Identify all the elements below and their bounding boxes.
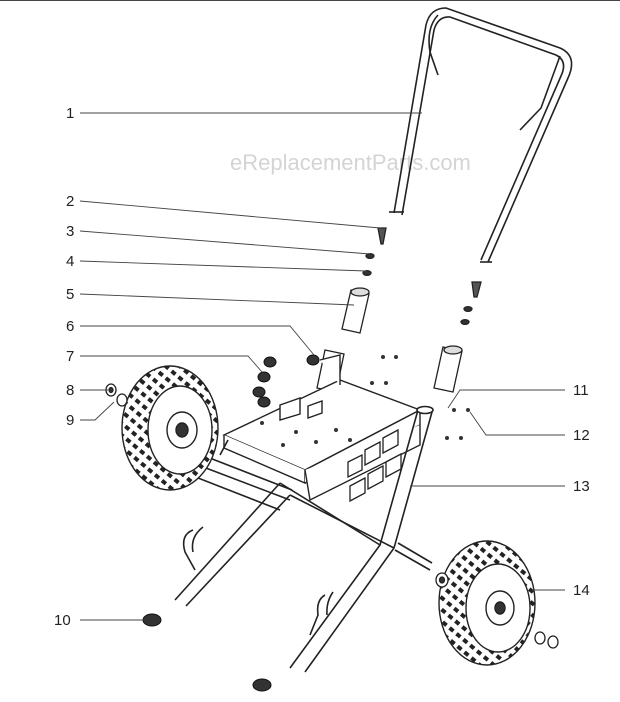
wheel-right: [438, 540, 536, 666]
callout-10: 10: [54, 612, 71, 629]
callout-12: 12: [573, 427, 590, 444]
callout-9: 9: [66, 412, 74, 429]
callout-4: 4: [66, 253, 74, 270]
callout-1: 1: [66, 105, 74, 122]
callout-11: 11: [573, 382, 589, 399]
callout-3: 3: [66, 223, 74, 240]
foot-caps: [142, 613, 272, 692]
top-border: [0, 0, 620, 1]
hardware-dots: [370, 355, 470, 440]
watermark: eReplacementParts.com: [230, 150, 471, 175]
handle: [389, 7, 573, 263]
callout-13: 13: [573, 478, 590, 495]
callout-6: 6: [66, 318, 74, 335]
plug-caps: [252, 354, 320, 408]
cart-plate-slots: [347, 428, 402, 503]
callout-5: 5: [66, 286, 74, 303]
callout-14: 14: [573, 582, 590, 599]
callout-7: 7: [66, 348, 74, 365]
plate-holes: [260, 421, 352, 447]
callout-2: 2: [66, 193, 74, 210]
callout-labels: 1 2 3 4 5 6 7 8 9 10 11 12 13 14: [54, 105, 590, 629]
leader-lines: [79, 112, 565, 621]
fastener-stack-right: [433, 281, 482, 393]
wheel-left: [121, 365, 219, 491]
callout-8: 8: [66, 382, 74, 399]
axle-washers: [105, 383, 559, 649]
